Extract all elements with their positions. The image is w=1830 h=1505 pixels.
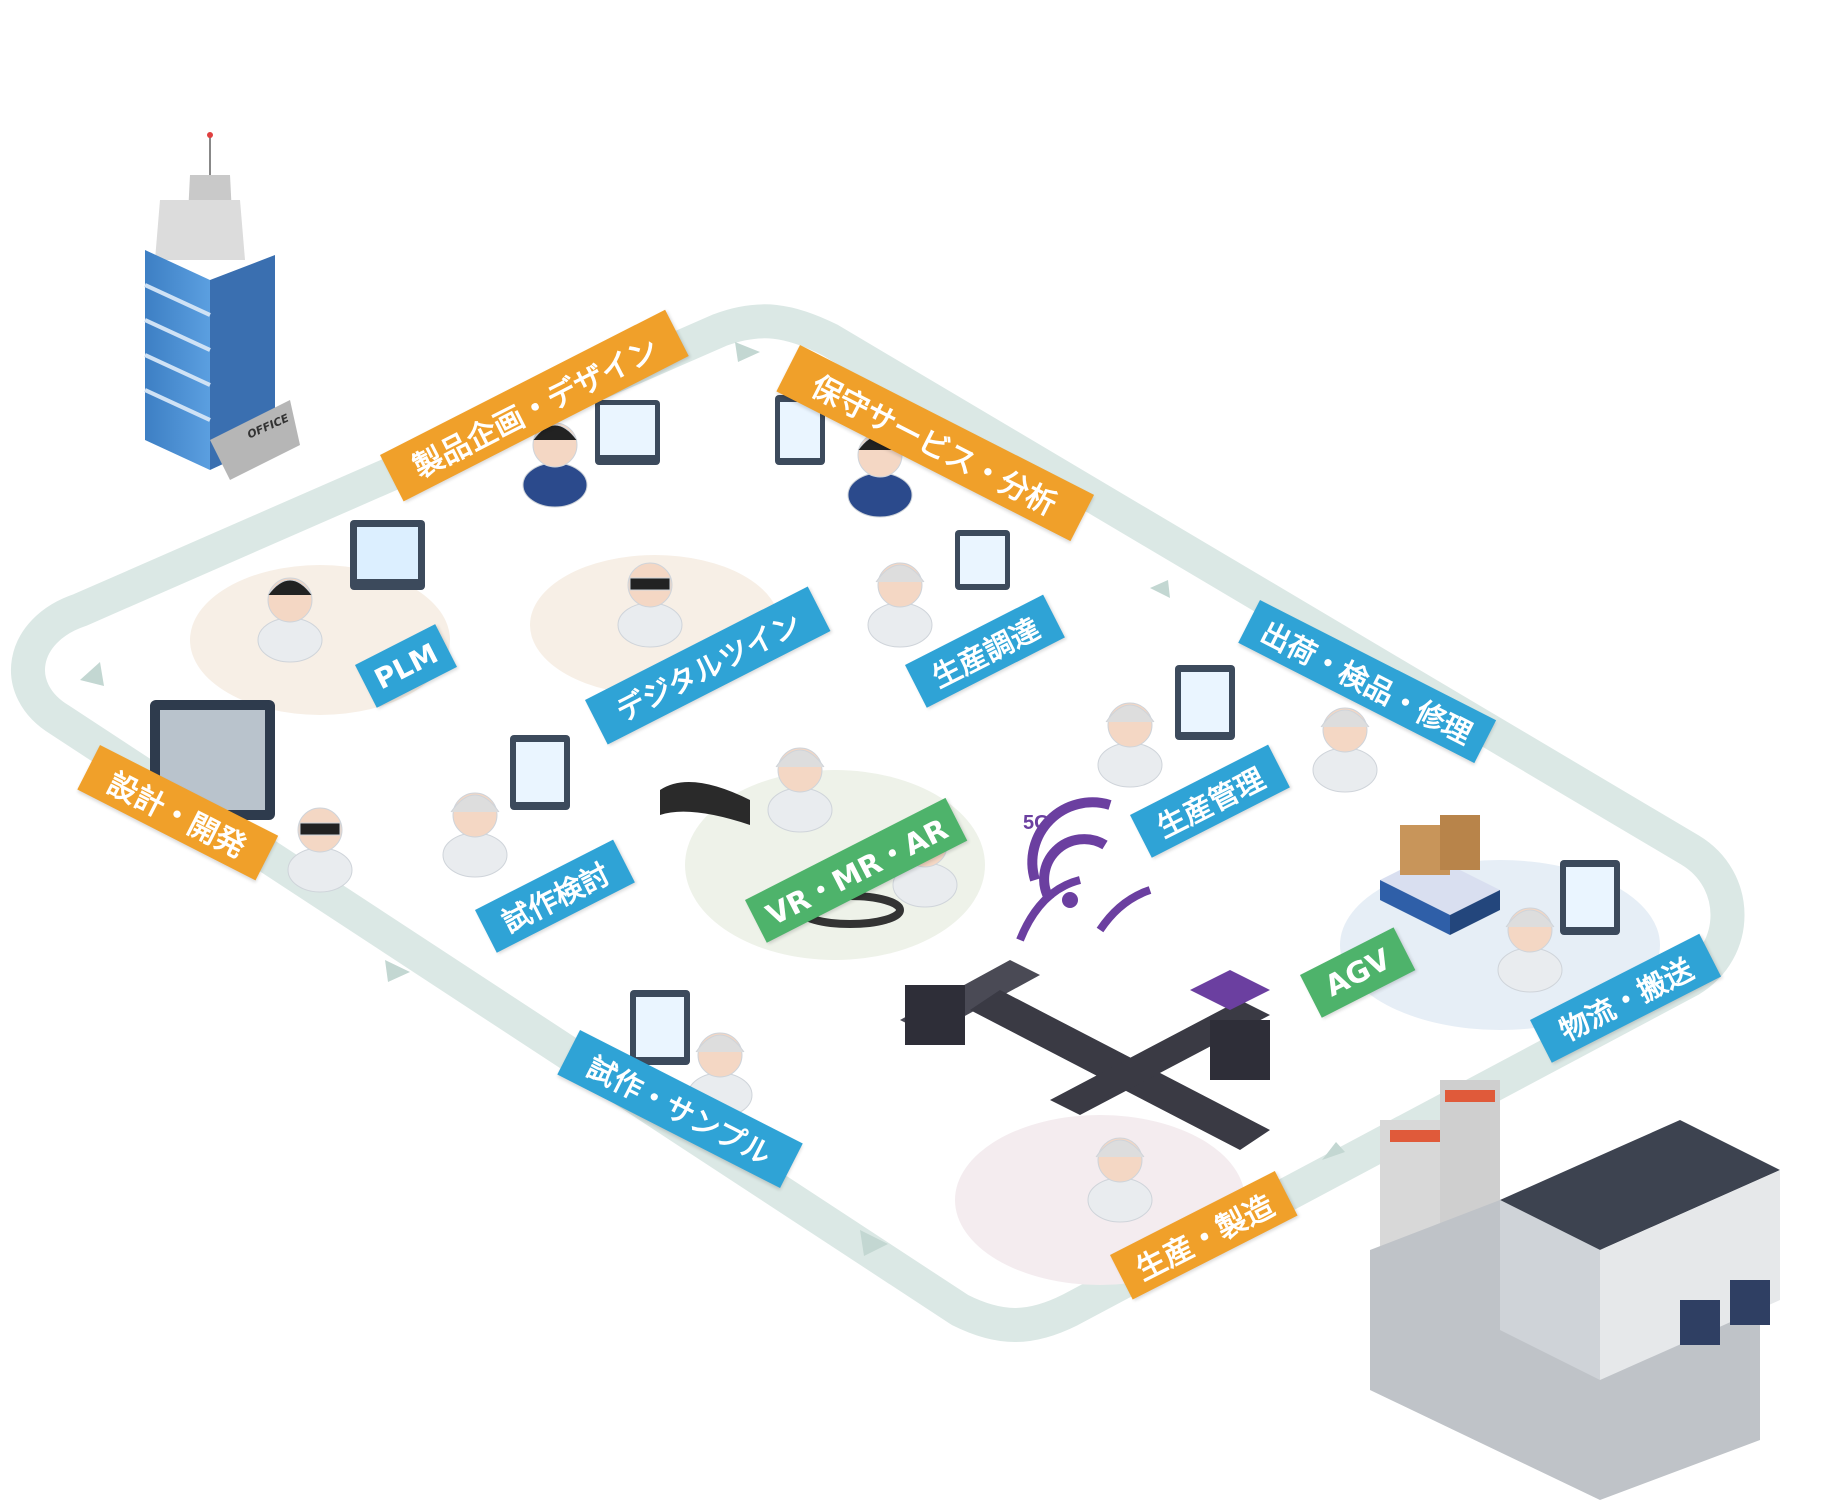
factory-building: [1370, 1080, 1780, 1500]
flow-arrow-2: [1150, 580, 1170, 598]
flow-arrow-4: [385, 960, 410, 982]
person-production-mgmt: [1097, 702, 1163, 788]
production-line: [900, 876, 1270, 1150]
person-procurement: [867, 562, 933, 648]
person-plm: [257, 577, 323, 663]
person-planner: [522, 422, 588, 508]
agv-vehicle: [1380, 815, 1500, 935]
people: [257, 422, 1563, 1223]
office-building: [144, 132, 300, 480]
5g-label: 5G: [1023, 812, 1050, 834]
person-digital-twin: [617, 562, 683, 648]
person-manufacturing: [1087, 1137, 1153, 1223]
person-vr-1: [767, 747, 833, 833]
device-monitors: [150, 395, 1620, 1065]
person-prototype-review: [442, 792, 508, 878]
5g-signal-icon: [1027, 797, 1112, 908]
person-logistics: [1497, 907, 1563, 993]
workflow-loop: [11, 304, 1745, 1342]
flow-arrow-3: [80, 662, 104, 686]
flow-arrow-1: [735, 342, 760, 362]
person-design: [287, 807, 353, 893]
person-shipping: [1312, 707, 1378, 793]
flow-arrow-6: [1322, 1142, 1345, 1160]
flow-arrow-5: [860, 1230, 888, 1256]
